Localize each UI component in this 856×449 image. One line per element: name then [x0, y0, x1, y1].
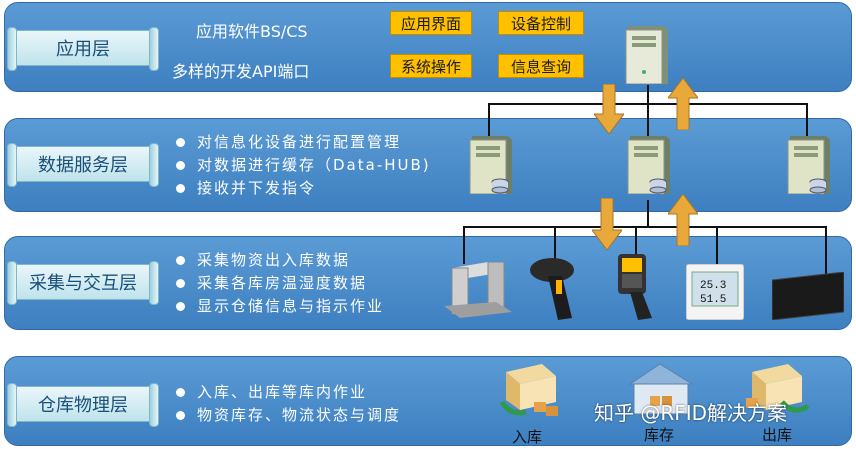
arrow-up-icon	[668, 78, 698, 130]
inbound-label: 入库	[512, 428, 543, 446]
collect-bullet-3: 显示仓储信息与指示作业	[176, 295, 384, 316]
connector-top-vertical-left	[488, 103, 490, 137]
display-screen-icon	[772, 272, 844, 320]
connector-drop-4	[716, 226, 718, 266]
tag-system-ops: 系统操作	[390, 54, 472, 78]
server-icon	[787, 136, 830, 194]
connector-drop-3	[635, 226, 637, 256]
connector-top-vertical-right	[806, 103, 808, 137]
data-bullet-2: 对数据进行缓存（Data-HUB)	[176, 154, 431, 175]
temperature-sensor-icon: 25.3 51.5	[686, 264, 744, 320]
connector-drop-2	[554, 226, 556, 264]
warehouse-bullet-1: 入库、出库等库内作业	[176, 381, 367, 402]
inventory-warehouse-icon	[628, 363, 694, 415]
server-icon	[627, 136, 670, 194]
temperature-reading: 25.3	[700, 280, 726, 292]
app-layer-label: 应用层	[7, 27, 159, 71]
inbound-truck-icon	[499, 364, 558, 416]
connector-mid-horizontal	[463, 226, 827, 228]
arrow-up-icon	[668, 194, 698, 246]
connector-drop-1	[463, 226, 465, 264]
tag-app-ui: 应用界面	[390, 11, 472, 35]
connector-top-vertical-center	[647, 85, 649, 137]
warehouse-layer-label: 仓库物理层	[7, 383, 159, 427]
collect-layer-label: 采集与交互层	[7, 261, 159, 305]
collect-bullet-2: 采集各库房温湿度数据	[176, 272, 367, 293]
watermark: 知乎 @RFID解决方案	[594, 401, 788, 425]
outbound-label: 出库	[762, 426, 793, 444]
arrow-down-icon	[592, 198, 622, 250]
server-icon	[469, 136, 512, 194]
inventory-label: 库存	[644, 426, 675, 444]
data-bullet-1: 对信息化设备进行配置管理	[176, 131, 401, 152]
rfid-gate-icon	[444, 262, 512, 318]
outbound-truck-icon	[746, 364, 810, 413]
app-software-text: 应用软件BS/CS	[196, 22, 308, 41]
handheld-terminal-icon	[618, 254, 652, 320]
humidity-reading: 51.5	[700, 294, 726, 306]
api-ports-text: 多样的开发API端口	[172, 62, 310, 81]
collect-bullet-1: 采集物资出入库数据	[176, 249, 350, 270]
arrow-down-icon	[594, 84, 624, 134]
tag-device-control: 设备控制	[498, 11, 584, 35]
warehouse-bullet-2: 物资库存、物流状态与调度	[176, 404, 401, 425]
connector-mid-vertical-center	[647, 200, 649, 228]
tag-info-query: 信息查询	[498, 54, 584, 78]
connector-drop-5	[825, 226, 827, 274]
data-layer-label: 数据服务层	[7, 143, 159, 187]
server-icon	[625, 26, 668, 84]
barcode-scanner-icon	[530, 258, 574, 320]
data-bullet-3: 接收并下发指令	[176, 177, 316, 198]
